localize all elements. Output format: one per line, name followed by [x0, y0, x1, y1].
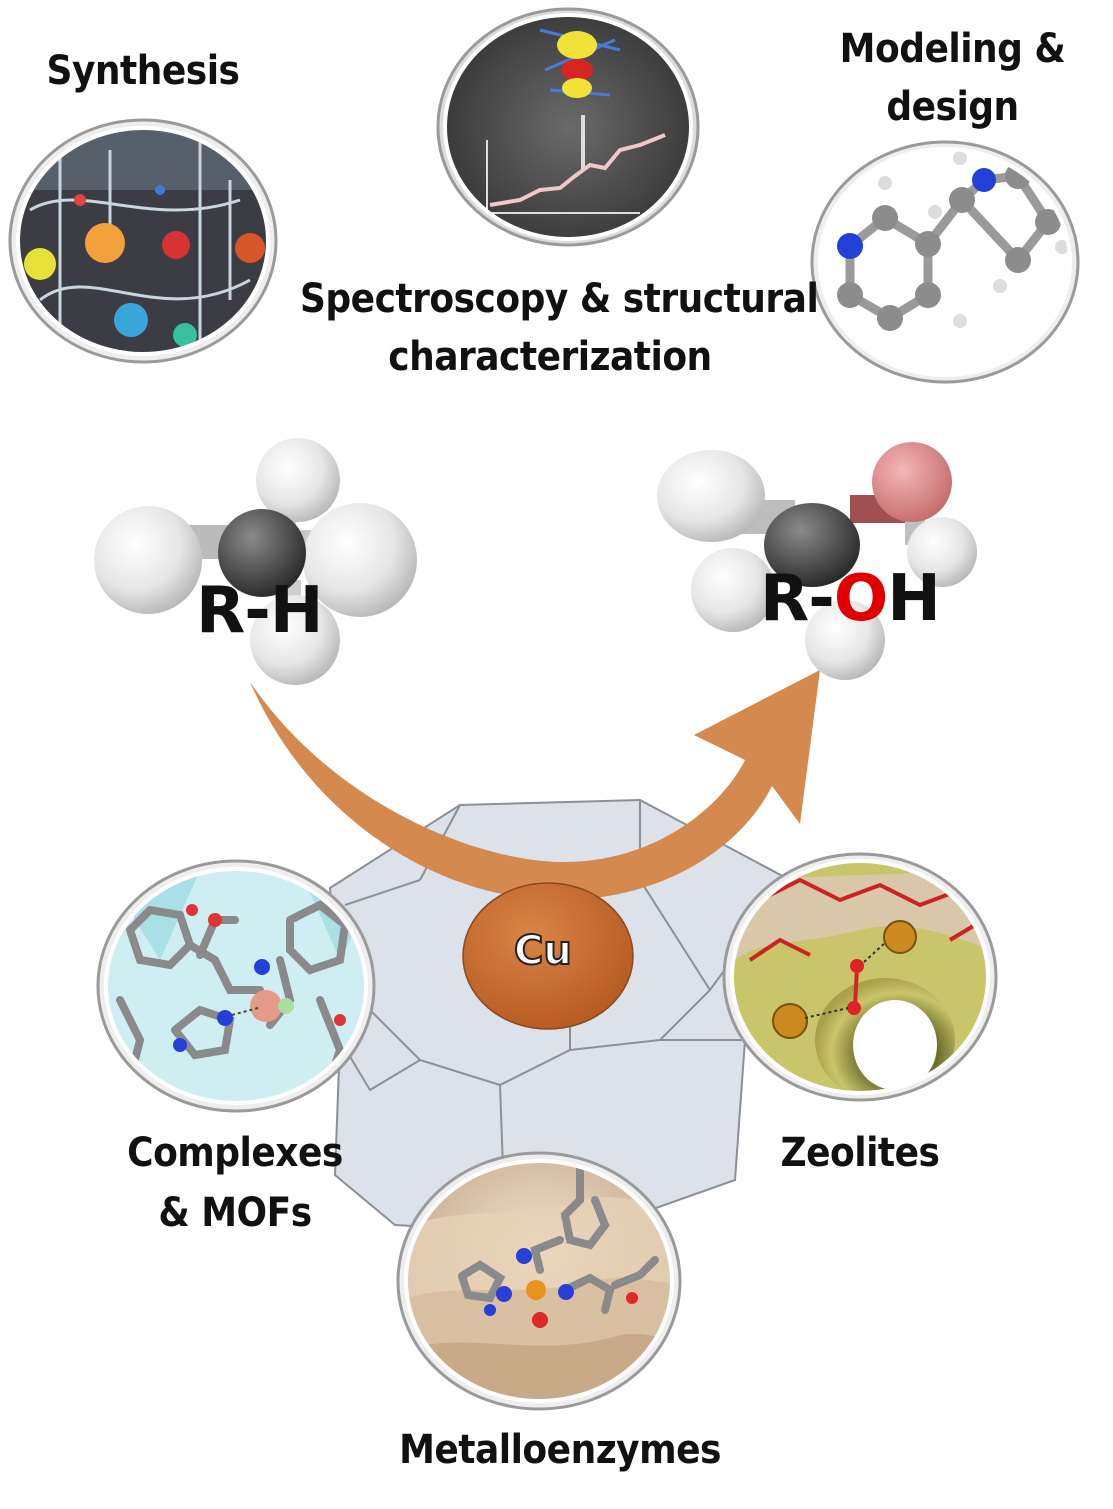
- synthesis-glassware-image: [8, 118, 278, 364]
- nicotine-molecule-model: [810, 140, 1080, 384]
- reactant-prefix: R-: [196, 574, 271, 648]
- product-oxygen: O: [833, 562, 888, 636]
- reactant-formula: R-H: [196, 574, 324, 648]
- methanol-molecule-model: [657, 442, 977, 680]
- reactant-hydrogen: H: [269, 574, 324, 648]
- reaction-arrow: [250, 670, 820, 900]
- zeolite-pore-image: [722, 852, 998, 1102]
- product-hydrogen: H: [887, 562, 941, 636]
- metalloenzyme-active-site-image: [396, 1151, 682, 1411]
- complexes-label-line2: & MOFs: [158, 1190, 312, 1236]
- product-formula: R-OH: [760, 562, 941, 636]
- copper-label: Cu: [513, 927, 573, 975]
- mof-structure-image: [96, 859, 376, 1113]
- copper-atom: [462, 882, 634, 1030]
- modeling-label-line1: Modeling &: [839, 26, 1066, 72]
- synthesis-label: Synthesis: [46, 48, 240, 94]
- modeling-label-line2: design: [886, 84, 1019, 130]
- spectroscopy-spectrum-image: [436, 7, 700, 247]
- product-prefix: R-: [760, 562, 835, 636]
- spectroscopy-label-line1: Spectroscopy & structural: [300, 276, 819, 322]
- zeolites-label: Zeolites: [780, 1130, 940, 1176]
- complexes-label-line1: Complexes: [127, 1130, 343, 1176]
- methane-molecule-model: [94, 438, 417, 685]
- metalloenzymes-label: Metalloenzymes: [399, 1427, 721, 1473]
- spectroscopy-label-line2: characterization: [388, 334, 712, 380]
